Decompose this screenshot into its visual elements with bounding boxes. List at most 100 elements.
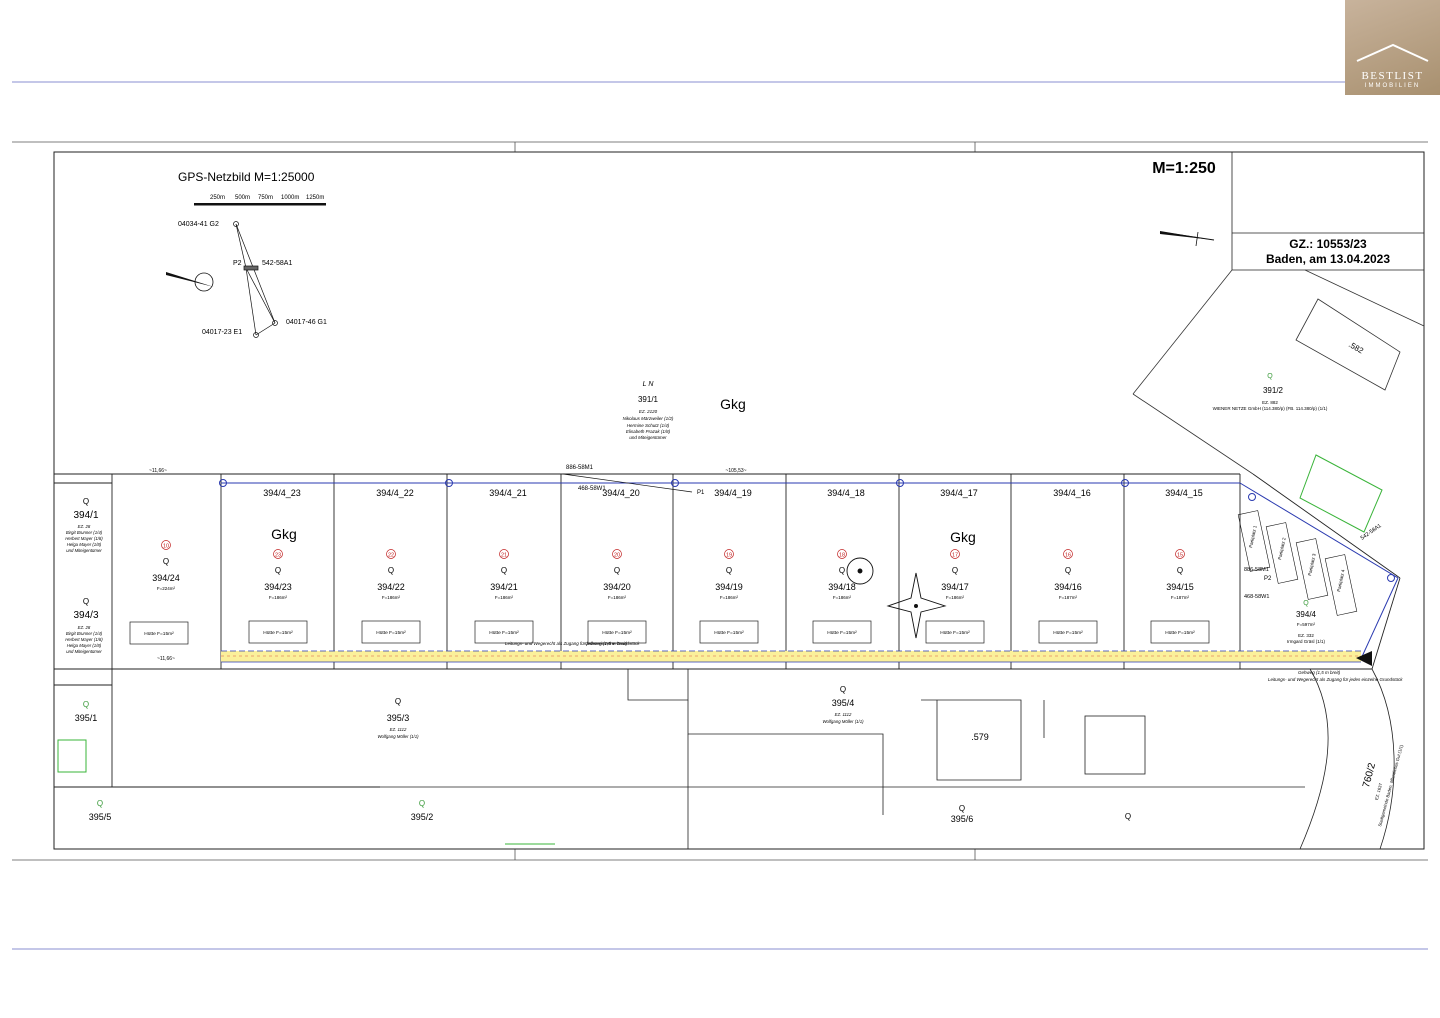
parcel-394-3: 394/3: [73, 610, 98, 621]
gps-point-label: 542-58A1: [262, 260, 292, 267]
parcel-395-6: 395/6: [951, 814, 974, 824]
svg-text:Irmgard Gräsl (1/1): Irmgard Gräsl (1/1): [1287, 639, 1326, 644]
roof-icon: [1356, 43, 1429, 62]
parking-spots: [1237, 510, 1358, 616]
gps-network: [233, 221, 278, 338]
green-outline-left: [57, 739, 87, 773]
plan-scale: M=1:250: [1152, 160, 1216, 177]
parcel-391-2: 391/2: [1263, 386, 1284, 395]
svg-text:Q: Q: [840, 685, 846, 694]
svg-text:EZ. 1112: EZ. 1112: [390, 727, 407, 732]
parcel-395-1: 395/1: [75, 713, 98, 723]
parking-label: Parkplatz 3: [1307, 553, 1317, 577]
svg-text:und Miteigentümer: und Miteigentümer: [629, 435, 667, 440]
parcel-391-2-boundary: [1132, 269, 1425, 475]
star-tree-icon: [886, 572, 947, 639]
hut-outline: [812, 620, 872, 644]
plot-q-label: Q: [501, 566, 507, 575]
svg-text:542-58A1: 542-58A1: [1360, 523, 1383, 542]
plot-parcel: 394/24: [152, 573, 180, 583]
parcel-395-5: 395/5: [89, 812, 112, 822]
plot-number: 23: [275, 553, 281, 559]
plot-q-label: Q: [726, 566, 732, 575]
plot-top-label: 394/4_17: [940, 488, 978, 498]
path-label-1: Gehweg (1,5 m breit): [585, 641, 628, 646]
gps-scale-bar: [194, 203, 326, 206]
plot-q-label: Q: [1177, 566, 1183, 575]
hut-label: Hütte F=15m²: [1053, 630, 1083, 636]
svg-text:EZ. 28: EZ. 28: [78, 625, 91, 630]
gz-number: GZ.: 10553/23: [1289, 237, 1367, 251]
svg-text:Q: Q: [83, 497, 89, 506]
parking-label: Parkplatz 4: [1336, 569, 1346, 593]
marker-468: 468-58W1: [578, 486, 606, 492]
owners-391-1: EZ. 2120 Nikolaus Märzweiler (1/2) Hermi…: [623, 409, 674, 440]
brand-name: BESTLIST: [1361, 70, 1424, 82]
hut-outline: [361, 620, 421, 644]
svg-text:Q: Q: [395, 697, 401, 706]
gkg-label-right: Gkg: [950, 529, 976, 545]
gkg-label-left: Gkg: [271, 526, 297, 542]
plot-number: 17: [952, 553, 958, 559]
plot-number: 16: [1065, 553, 1071, 559]
plot-q-label: Q: [275, 566, 281, 575]
svg-text:EZ. 882: EZ. 882: [1262, 400, 1278, 405]
hut-outline: [474, 620, 534, 644]
svg-text:Q: Q: [959, 804, 965, 813]
plot-top-label: 394/4_22: [376, 488, 414, 498]
parcel-394-1: 394/1: [73, 510, 98, 521]
gps-title: GPS-Netzbild M=1:25000: [178, 170, 315, 184]
path-end-marker: [1356, 651, 1372, 666]
plot-area: F=224m²: [157, 586, 176, 591]
svg-text:Herbert Mayer (1/8): Herbert Mayer (1/8): [65, 536, 103, 541]
plot-top-label: 394/4_15: [1165, 488, 1203, 498]
parcel-391-1: 391/1: [638, 395, 659, 404]
plot-number: 21: [501, 553, 507, 559]
bottom-boundaries: [380, 668, 1395, 850]
hut-label: Hütte F=15m²: [1165, 630, 1195, 636]
bottom-parcels: Q 395/3 EZ. 1112 Wolfgang Möller (1/1) Q…: [377, 685, 1131, 824]
svg-text:Birgit Brunner (1/4): Birgit Brunner (1/4): [66, 530, 103, 535]
plot-number-circle: [161, 540, 171, 550]
svg-text:F=597m²: F=597m²: [1297, 622, 1316, 627]
path-label-2b: Leitungs- und Wegerecht als Zugang für j…: [1268, 677, 1403, 682]
hut-outline: [699, 620, 759, 644]
plot-top-label: 394/4_18: [827, 488, 865, 498]
gps-tick-label: 1250m: [306, 195, 324, 201]
plot-parcel: 394/22: [377, 582, 405, 592]
plot-number-circle: [724, 549, 734, 559]
place-date: Baden, am 13.04.2023: [1266, 252, 1390, 266]
hut-outline: [925, 620, 985, 644]
parcel-395-4: 395/4: [832, 698, 855, 708]
hut-label: Hütte F=15m²: [827, 630, 857, 636]
plot-area: F=186m²: [269, 595, 288, 600]
plot-q-label: Q: [952, 566, 958, 575]
plot-area: F=186m²: [833, 595, 852, 600]
svg-text:Q: Q: [97, 799, 103, 808]
svg-text:Q: Q: [1303, 600, 1309, 607]
plot-number-circle: [1175, 549, 1185, 559]
parcel-395-2: 395/2: [411, 812, 434, 822]
svg-text:EZ. 1637: EZ. 1637: [1374, 782, 1384, 801]
plot-parcel: 394/18: [828, 582, 856, 592]
hut-outline: [129, 621, 189, 645]
plot-area: F=186m²: [495, 595, 514, 600]
plot-top-label: 394/4_21: [489, 488, 527, 498]
svg-text:Hermine Schutz (1/4): Hermine Schutz (1/4): [627, 423, 670, 428]
plot-top-label: 394/4_16: [1053, 488, 1091, 498]
parcel-760-2: 760/2 EZ. 1637 Stadtgemeinde Baden, öffe…: [1361, 743, 1404, 827]
svg-text:und Miteigentümer: und Miteigentümer: [66, 649, 102, 654]
svg-text:Elisabeth Prazak (1/8): Elisabeth Prazak (1/8): [626, 429, 671, 434]
svg-text:WIENER NETZE GmbH (114.380/p): WIENER NETZE GmbH (114.380/p) (FB. 114.3…: [1213, 406, 1328, 411]
svg-text:Nikolaus Märzweiler (1/2): Nikolaus Märzweiler (1/2): [623, 416, 674, 421]
green-building-outline: [1299, 454, 1383, 533]
svg-text:468-58W1: 468-58W1: [1244, 594, 1269, 600]
svg-text:Q: Q: [1125, 812, 1131, 821]
plot-number: 18: [839, 553, 845, 559]
plot-number: 10: [163, 544, 169, 550]
svg-text:EZ. 1112: EZ. 1112: [835, 712, 852, 717]
gps-tick-label: 250m: [210, 195, 225, 201]
plot-q-label: Q: [163, 557, 169, 566]
plot-parcel: 394/21: [490, 582, 518, 592]
